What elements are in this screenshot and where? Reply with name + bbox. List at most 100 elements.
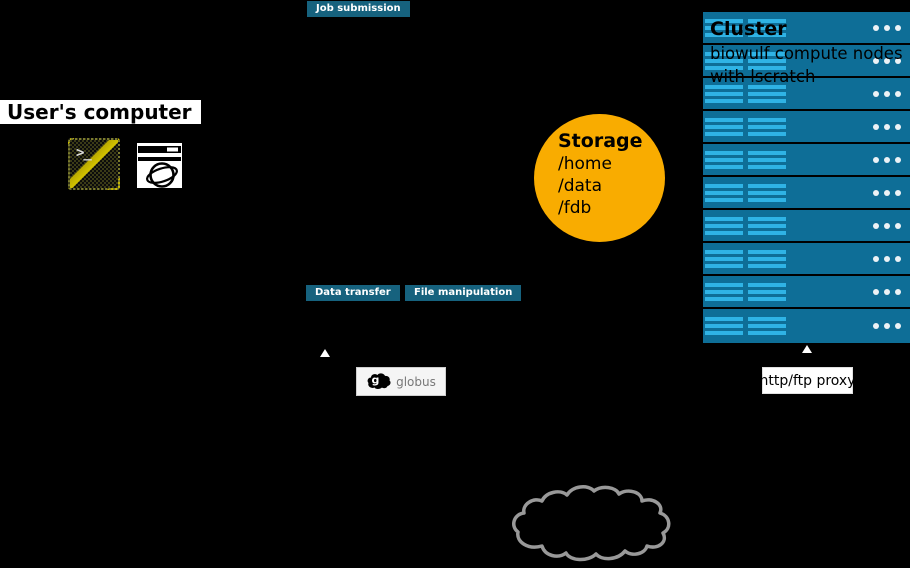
server-bar: [705, 91, 743, 96]
storage-circle: Storage /home /data /fdb: [534, 114, 665, 242]
server-bar: [748, 98, 786, 103]
node-status-dots: [873, 156, 901, 163]
status-dot: [884, 24, 890, 31]
status-dot: [884, 156, 890, 163]
server-bar: [748, 282, 786, 287]
globus-cloud-logo-icon: g: [366, 370, 392, 394]
storage-path-home: /home: [558, 154, 612, 174]
server-bar: [705, 25, 743, 30]
status-dot: [884, 123, 890, 130]
server-bars-icon: [748, 117, 786, 136]
server-bars-icon: [748, 84, 786, 103]
server-bar: [748, 124, 786, 129]
server-bar: [705, 131, 743, 136]
server-bar: [748, 223, 786, 228]
server-bar: [748, 263, 786, 268]
status-dot: [873, 322, 879, 329]
server-bar: [748, 117, 786, 122]
server-bar: [705, 289, 743, 294]
storage-path-fdb: /fdb: [558, 198, 592, 218]
server-bar: [705, 190, 743, 195]
server-bar: [748, 157, 786, 162]
server-bar: [748, 150, 786, 155]
server-bar: [705, 323, 743, 328]
server-bars-icon: [705, 282, 743, 301]
users-computer-label: User's computer: [0, 100, 201, 124]
status-dot: [884, 57, 890, 64]
storage-title: Storage: [558, 130, 643, 152]
cluster-node-row: [703, 111, 910, 144]
server-bars-icon: [748, 249, 786, 268]
server-bar: [748, 65, 786, 70]
node-status-dots: [873, 322, 901, 329]
server-bar: [705, 216, 743, 221]
server-bars-icon: [748, 51, 786, 70]
server-bars-icon: [705, 18, 743, 37]
server-bar: [705, 316, 743, 321]
server-bar: [748, 296, 786, 301]
cluster-node-row: [703, 177, 910, 210]
arrowhead-up-globus: [320, 349, 330, 357]
status-dot: [873, 57, 879, 64]
server-bars-icon: [748, 282, 786, 301]
status-dot: [873, 288, 879, 295]
server-bars-icon: [705, 150, 743, 169]
server-bars-icon: [705, 84, 743, 103]
cluster-node-rows: [703, 12, 910, 342]
status-dot: [895, 24, 901, 31]
status-dot: [873, 123, 879, 130]
server-bar: [705, 263, 743, 268]
server-bar: [705, 117, 743, 122]
status-dot: [873, 90, 879, 97]
file-manipulation-badge: File manipulation: [405, 285, 522, 301]
server-bars-icon: [705, 51, 743, 70]
status-dot: [895, 189, 901, 196]
svg-text:g: g: [372, 373, 380, 386]
server-bars-icon: [748, 183, 786, 202]
server-bars-icon: [748, 18, 786, 37]
server-bar: [748, 25, 786, 30]
server-bar: [748, 183, 786, 188]
server-bar: [748, 230, 786, 235]
server-bar: [705, 58, 743, 63]
status-dot: [884, 222, 890, 229]
server-bars-icon: [705, 117, 743, 136]
globus-label: globus: [396, 374, 436, 389]
status-dot: [873, 255, 879, 262]
cluster-node-row: [703, 276, 910, 309]
server-bar: [748, 190, 786, 195]
node-status-dots: [873, 288, 901, 295]
globus-box: g globus: [356, 367, 446, 396]
status-dot: [895, 322, 901, 329]
status-dot: [895, 90, 901, 97]
server-bar: [705, 32, 743, 37]
status-dot: [884, 90, 890, 97]
server-bar: [748, 51, 786, 56]
status-dot: [895, 57, 901, 64]
status-dot: [884, 322, 890, 329]
server-bar: [748, 164, 786, 169]
cluster-node-row: [703, 78, 910, 111]
server-bar: [748, 32, 786, 37]
server-bars-icon: [705, 316, 743, 335]
server-bar: [748, 289, 786, 294]
terminal-icon: >_: [68, 138, 120, 190]
server-bar: [748, 216, 786, 221]
node-status-dots: [873, 189, 901, 196]
server-bar: [705, 18, 743, 23]
node-status-dots: [873, 255, 901, 262]
http-ftp-proxy-box: http/ftp proxy: [760, 367, 856, 394]
status-dot: [884, 189, 890, 196]
server-bar: [705, 183, 743, 188]
status-dot: [873, 24, 879, 31]
server-bar: [705, 51, 743, 56]
status-dot: [873, 189, 879, 196]
server-bar: [705, 65, 743, 70]
server-bar: [748, 316, 786, 321]
server-bar: [748, 330, 786, 335]
data-transfer-badge: Data transfer: [306, 285, 400, 301]
server-bar: [748, 84, 786, 89]
server-bar: [748, 256, 786, 261]
cluster-node-row: [703, 45, 910, 78]
